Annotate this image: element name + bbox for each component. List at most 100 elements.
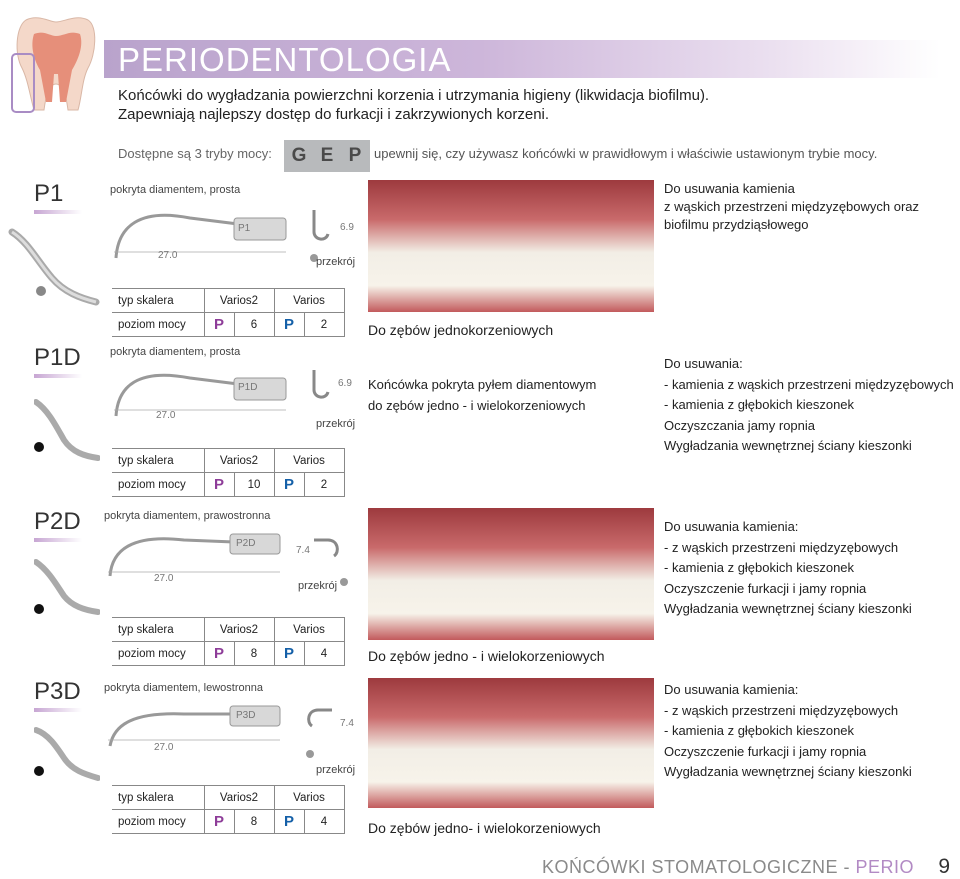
description-line: - kamienia z wąskich przestrzeni międzyz… [664,376,954,392]
tip-drawing-icon [114,373,287,417]
power-value: 6 [233,312,275,337]
tip-drawing-icon [108,533,281,577]
scaler-col: Varios2 [203,448,275,473]
tip-label: P2D [236,538,256,549]
section-dim: 7.4 [340,718,354,729]
spec-table: typ skalera Varios2 Varios poziom mocy P… [112,448,345,497]
footer-accent: PERIO [855,857,914,877]
tip-angle-view-icon [34,727,100,781]
power-value: 4 [303,809,345,834]
description-line: Wygładzania wewnętrznej ściany kieszonki [664,764,912,779]
description: Do usuwania kamienia: - z wąskich przest… [664,517,912,620]
code-underline [34,210,82,214]
scaler-col: Varios [273,288,345,313]
coating-label: pokryta diamentem, prosta [110,346,241,358]
code-underline [34,708,82,712]
size-bullet [34,604,44,614]
cross-section-icon [314,538,348,586]
size-bullet [34,442,44,452]
mode-badge: P [273,641,305,666]
clinical-photo [368,180,654,312]
description-line: Oczyszczenie furkacji i jamy ropnia [664,743,867,759]
section-label: przekrój [316,256,356,268]
mode-badge: P [273,472,305,497]
tip-drawing-icon [108,705,281,747]
row-label: typ skalera [112,448,205,473]
section-label: przekrój [316,764,356,776]
power-value: 4 [303,641,345,666]
description-line: z wąskich przestrzeni międzyzębowych ora… [664,199,920,214]
description-line: - kamienia z głębokich kieszonek [664,397,855,412]
tooth-cross-section-icon [11,17,96,113]
description-line: Oczyszczania jamy ropnia [664,417,815,433]
description-line: do zębów jedno - i wielokorzeniowych [368,397,586,413]
product-code: P1D [34,344,81,371]
page-number: 9 [938,855,950,878]
row-label: poziom mocy [112,312,205,337]
photo-caption: Do zębów jedno - i wielokorzeniowych [368,648,605,664]
cross-section-icon [306,708,332,758]
size-bullet [34,766,44,776]
mode-badge: P [203,312,235,337]
description-line: - kamienia z głębokich kieszonek [664,560,855,575]
mode-e-badge: E [312,140,342,172]
description-line: Końcówka pokryta pyłem diamentowym [368,377,597,392]
description-line: Wygładzania wewnętrznej ściany kieszonki [664,601,912,616]
cross-section-icon [310,210,330,262]
photo-caption: Do zębów jedno- i wielokorzeniowych [368,820,601,836]
power-value: 8 [233,809,275,834]
description-line: - z wąskich przestrzeni międzyzębowych [664,702,899,718]
description-line: Do usuwania kamienia: [664,682,799,697]
row-label: poziom mocy [112,472,205,497]
tip-label: P3D [236,710,256,721]
scaler-col: Varios2 [203,288,275,313]
section-label: przekrój [316,418,356,430]
power-value: 2 [303,312,345,337]
scaler-col: Varios2 [203,785,275,810]
mode-g-badge: G [284,140,314,172]
description-middle: Końcówka pokryta pyłem diamentowym do zę… [368,375,596,416]
tip-angle-view-icon [8,228,100,306]
length-label: 27.0 [154,742,174,753]
section-label: przekrój [298,580,338,592]
length-label: 27.0 [154,573,174,584]
length-label: 27.0 [156,410,176,421]
spec-table: typ skalera Varios2 Varios poziom mocy P… [112,617,345,666]
description-line: biofilmu przydziąsłowego [664,217,809,232]
description-line: - z wąskich przestrzeni międzyzębowych [664,539,899,555]
page-title: PERIODENTOLOGIA [118,41,452,78]
scaler-col: Varios [273,448,345,473]
section-dim: 6.9 [340,222,354,233]
row-label: typ skalera [112,288,205,313]
coating-label: pokryta diamentem, prawostronna [104,510,271,522]
section-dim: 7.4 [296,545,310,556]
spec-table: typ skalera Varios2 Varios poziom mocy P… [112,288,345,337]
tip-angle-view-icon [34,399,100,461]
clinical-photo [368,678,654,808]
tip-label: P1 [238,223,251,234]
product-code: P3D [34,678,81,705]
cross-section-icon [312,370,330,399]
footer-main: KOŃCÓWKI STOMATOLOGICZNE - [541,857,856,877]
modes-label: Dostępne są 3 tryby mocy: [118,146,272,161]
mode-badge: P [273,312,305,337]
footer-title: KOŃCÓWKI STOMATOLOGICZNE - PERIO [542,857,914,878]
code-underline [34,538,82,542]
tip-label: P1D [238,382,258,393]
description-line: Oczyszczenie furkacji i jamy ropnia [664,580,867,596]
description: Do usuwania kamienia z wąskich przestrze… [664,180,919,234]
clinical-photo [368,508,654,640]
power-value: 8 [233,641,275,666]
product-code: P1 [34,180,64,207]
description: Do usuwania kamienia: - z wąskich przest… [664,680,912,783]
tip-drawing-icon [114,213,287,259]
product-code: P2D [34,508,81,535]
intro-text: Końcówki do wygładzania powierzchni korz… [118,86,709,124]
scaler-col: Varios [273,785,345,810]
scaler-col: Varios [273,617,345,642]
row-label: typ skalera [112,785,205,810]
power-value: 2 [303,472,345,497]
intro-line: Końcówki do wygładzania powierzchni korz… [118,87,710,104]
row-label: poziom mocy [112,641,205,666]
spec-table: typ skalera Varios2 Varios poziom mocy P… [112,785,345,834]
